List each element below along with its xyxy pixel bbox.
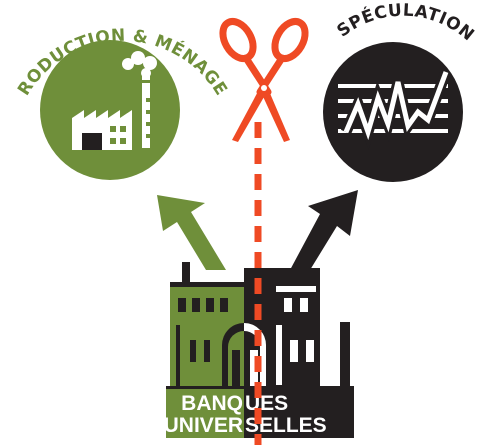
bank-label-line1-left: BANQ (181, 392, 243, 415)
bank-label-line2-left: UNIVER (164, 414, 243, 437)
bank-label-line1-right: UES (245, 392, 288, 415)
production-circle (40, 40, 180, 180)
arrow-to-production (157, 195, 226, 270)
scissors-icon (219, 18, 309, 142)
speculation-circle (323, 42, 463, 182)
speculation-label: SPÉCULATION (334, 1, 479, 46)
arrow-to-speculation (290, 190, 358, 270)
factory-icon (72, 51, 157, 150)
bank-label-line2-right: SELLES (245, 414, 327, 437)
stock-chart-icon (338, 70, 452, 150)
